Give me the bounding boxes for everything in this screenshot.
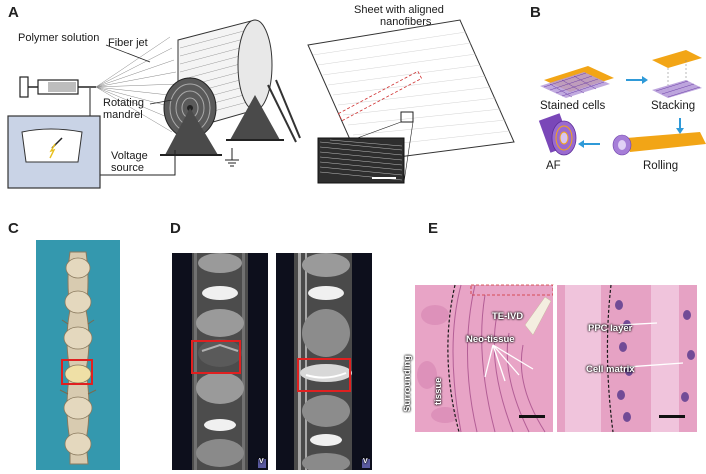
fiber-jet-cone (95, 36, 179, 133)
stacking-rolling-diagram (538, 50, 706, 156)
panel-label-d: D (170, 220, 181, 237)
highlight-box-d-left (191, 340, 241, 374)
panel-label-a: A (8, 4, 19, 21)
electrospinning-schematic (7, 19, 515, 189)
highlight-box-c (61, 359, 93, 385)
stained-cells-sheet (540, 66, 614, 98)
label-sheet-line1: Sheet with aligned (354, 4, 444, 16)
voltage-source-box (7, 115, 101, 189)
label-stacking: Stacking (651, 100, 696, 112)
arrow-right-icon (626, 76, 648, 84)
label-af: AF (546, 160, 561, 172)
label-stained-cells: Stained cells (540, 100, 606, 112)
panel-label-b: B (530, 4, 541, 21)
rolling-roll (612, 132, 706, 156)
corner-mark-left: V (259, 458, 264, 465)
panel-label-c: C (8, 220, 19, 237)
arrow-left-icon (578, 140, 600, 148)
af-roll (538, 113, 577, 156)
arrow-down-icon (676, 118, 684, 134)
label-neo-tissue: Neo-tissue (466, 334, 515, 345)
scale-bar-right (659, 415, 685, 418)
label-ppc-layer: PPC layer (588, 323, 633, 334)
label-mandrel: mandrel (103, 109, 143, 121)
label-cell-matrix: Cell matrix (586, 364, 635, 375)
label-voltage: Voltage (111, 150, 148, 162)
syringe-icon (19, 76, 96, 98)
histology-image (415, 284, 697, 433)
stacked-sheets (652, 50, 702, 98)
highlight-box-d-right (297, 358, 351, 392)
spine-photo (36, 240, 120, 470)
label-fiber-jet: Fiber jet (108, 37, 148, 49)
label-rolling: Rolling (643, 160, 679, 172)
label-sheet-line2: nanofibers (380, 16, 432, 28)
label-surrounding: Surrounding (402, 355, 413, 412)
scale-bar-left (519, 415, 545, 418)
label-te-ivd: TE-IVD (492, 311, 524, 322)
mri-scan-right: V (276, 253, 372, 470)
panel-label-e: E (428, 220, 439, 237)
label-source: source (111, 162, 145, 174)
corner-mark-right: V (363, 458, 368, 465)
rotating-mandrel (160, 19, 284, 167)
label-tissue: tissue (433, 377, 444, 405)
spine-column (59, 251, 97, 465)
label-polymer-solution: Polymer solution (18, 32, 100, 44)
mri-scan-left: V (172, 253, 268, 470)
nanofiber-sheet (267, 19, 515, 184)
label-rotating: Rotating (103, 97, 144, 109)
